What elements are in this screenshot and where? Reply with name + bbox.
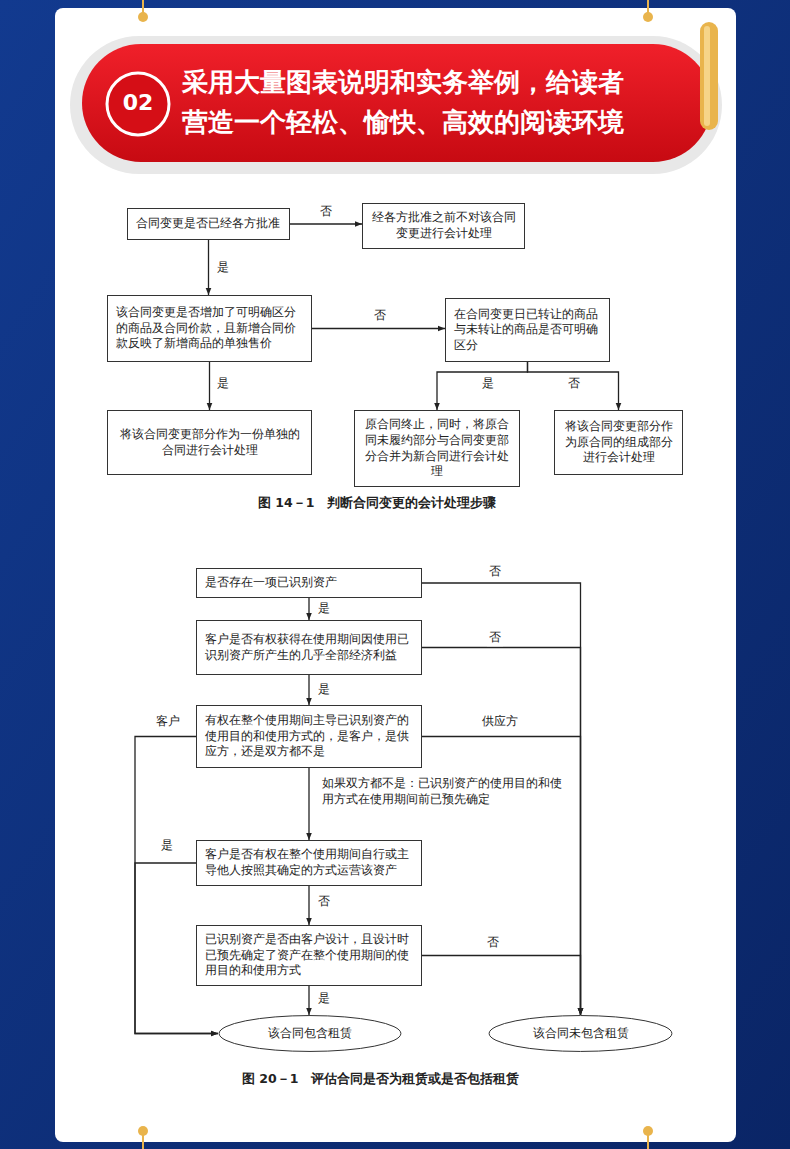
section-number: 02 (107, 90, 169, 115)
banner-scroll (700, 22, 718, 130)
flow-connector (209, 362, 210, 410)
edge-label: 是 (316, 601, 332, 617)
edge-label: 否 (316, 894, 332, 910)
edge-label: 否 (487, 630, 503, 646)
process-box: 将该合同变更部分作为原合同的组成部分进行会计处理 (554, 410, 683, 475)
banner-scroll-shine (704, 26, 710, 126)
edge-label: 是 (316, 682, 332, 698)
process-box: 客户是否有权在整个使用期间自行或主导他人按照其确定的方式运营该资产 (196, 840, 422, 886)
node-text: 将该合同变更部分作为一份单独的合同进行会计处理 (116, 427, 303, 458)
figure-caption: 图 14－1 判断合同变更的会计处理步骤 (258, 495, 496, 512)
edge-label: 否 (372, 308, 388, 324)
edge-label: 否 (485, 935, 501, 951)
node-text: 在合同变更日已转让的商品与未转让的商品是否可明确区分 (454, 307, 601, 354)
edge-label: 是 (215, 376, 231, 392)
edge-label: 是 (480, 376, 496, 392)
process-box: 有权在整个使用期间主导已识别资产的使用目的和使用方式的，是客户，是供应方，还是双… (196, 705, 422, 768)
node-text: 客户是否有权在整个使用期间自行或主导他人按照其确定的方式运营该资产 (205, 847, 413, 878)
node-text: 合同变更是否已经各方批准 (136, 216, 281, 232)
banner-title: 采用大量图表说明和实务举例，给读者营造一个轻松、愉快、高效的阅读环境 (182, 62, 644, 143)
terminal-ellipse: 该合同未包含租赁 (488, 1015, 673, 1052)
process-box: 将该合同变更部分作为一份单独的合同进行会计处理 (107, 410, 312, 475)
banner-shadow (70, 36, 722, 174)
node-text: 将该合同变更部分作为原合同的组成部分进行会计处理 (563, 419, 674, 466)
flow-connector (208, 240, 209, 295)
node-text: 已识别资产是否由客户设计，且设计时已预先确定了资产在整个使用期间的使用目的和使用… (205, 932, 413, 979)
banner (82, 44, 712, 162)
process-box: 已识别资产是否由客户设计，且设计时已预先确定了资产在整个使用期间的使用目的和使用… (196, 925, 422, 986)
flow-connector (308, 768, 309, 840)
flow-connector (308, 598, 309, 620)
edge-label: 供应方 (480, 714, 520, 730)
process-box: 经各方批准之前不对该合同变更进行会计处理 (362, 203, 525, 249)
process-box: 在合同变更日已转让的商品与未转让的商品是否可明确区分 (445, 298, 610, 362)
edge-label: 是 (316, 991, 332, 1007)
node-text: 有权在整个使用期间主导已识别资产的使用目的和使用方式的，是客户，是供应方，还是双… (205, 713, 413, 760)
edge-label: 是 (159, 838, 175, 854)
terminal-ellipse: 该合同包含租赁 (218, 1015, 402, 1052)
node-text: 是否存在一项已识别资产 (205, 575, 413, 591)
flow-connector (437, 362, 528, 410)
edge-label: 否 (318, 204, 334, 220)
node-text: 该合同变更是否增加了可明确区分的商品及合同价款，且新增合同价款反映了新增商品的单… (116, 305, 303, 352)
flow-connector (312, 328, 445, 329)
flow-connector (290, 223, 362, 224)
flow-connector (308, 886, 309, 925)
node-text: 经各方批准之前不对该合同变更进行会计处理 (371, 210, 516, 241)
edge-label: 否 (566, 376, 582, 392)
node-text: 该合同未包含租赁 (510, 1026, 651, 1042)
figure-caption: 图 20－1 评估合同是否为租赁或是否包括租赁 (242, 1071, 519, 1088)
edge-label: 否 (487, 564, 503, 580)
process-box: 原合同终止，同时，将原合同未履约部分与合同变更部分合并为新合同进行会计处理 (354, 410, 520, 487)
flow-connector (308, 986, 309, 1015)
process-box: 该合同变更是否增加了可明确区分的商品及合同价款，且新增合同价款反映了新增商品的单… (107, 295, 312, 362)
edge-label: 是 (215, 260, 231, 276)
flow-connector (422, 648, 581, 1016)
node-text: 客户是否有权获得在使用期间因使用已识别资产所产生的几乎全部经济利益 (205, 632, 413, 663)
flow-connector (528, 362, 619, 410)
flow-connector (422, 956, 581, 1016)
process-box: 是否存在一项已识别资产 (196, 568, 422, 598)
node-text: 该合同包含租赁 (240, 1026, 380, 1042)
edge-label: 客户 (154, 714, 182, 730)
edge-label: 如果双方都不是：已识别资产的使用目的和使用方式在使用期间前已预先确定 (320, 776, 564, 807)
number-circle (107, 73, 169, 135)
card (55, 8, 736, 1142)
node-text: 原合同终止，同时，将原合同未履约部分与合同变更部分合并为新合同进行会计处理 (363, 417, 511, 479)
process-box: 客户是否有权获得在使用期间因使用已识别资产所产生的几乎全部经济利益 (196, 620, 422, 675)
process-box: 合同变更是否已经各方批准 (127, 208, 290, 240)
flow-connector (308, 675, 309, 705)
